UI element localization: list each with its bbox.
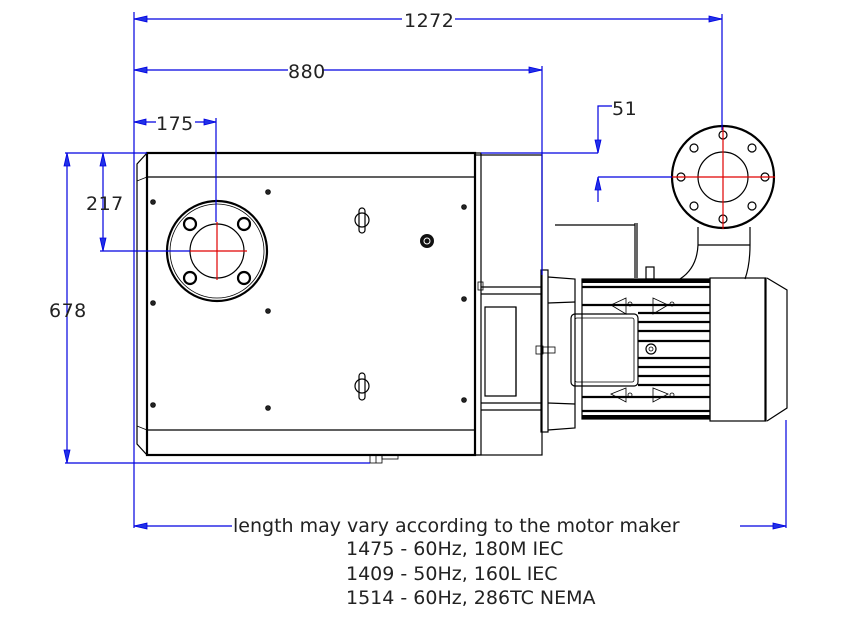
- housing-bolts: [150, 189, 467, 411]
- length-note: length may vary according to the motor m…: [233, 515, 680, 537]
- motor-variant-3: 1514 - 60Hz, 286TC NEMA: [346, 587, 595, 609]
- lifting-eye-bottom: [354, 372, 370, 401]
- motor-variant-1: 1475 - 60Hz, 180M IEC: [346, 538, 563, 560]
- bearing-bracket: [474, 154, 576, 456]
- dim-51-label: 51: [612, 98, 637, 120]
- outlet-flange: [670, 124, 776, 230]
- dimension-880: [133, 66, 543, 74]
- dim-217-label: 217: [86, 193, 124, 215]
- rotation-indicator-icon: [420, 234, 434, 248]
- dimension-variable-length: [133, 522, 787, 530]
- motor-variant-2: 1409 - 50Hz, 160L IEC: [346, 563, 558, 585]
- dim-678-label: 678: [49, 300, 87, 322]
- lifting-eye-top: [354, 207, 370, 234]
- extension-lines: [65, 12, 787, 528]
- dimension-678: [63, 152, 71, 464]
- dim-175-label: 175: [156, 113, 194, 135]
- dim-1272-label: 1272: [404, 10, 454, 32]
- pump-housing: [136, 151, 482, 464]
- dimension-217: [99, 152, 107, 252]
- outlet-pipe: [555, 223, 751, 280]
- dimension-175: [133, 118, 217, 126]
- dimension-51: [594, 105, 612, 202]
- dimension-1272: [133, 15, 723, 23]
- motor: [570, 277, 788, 422]
- dim-880-label: 880: [288, 61, 326, 83]
